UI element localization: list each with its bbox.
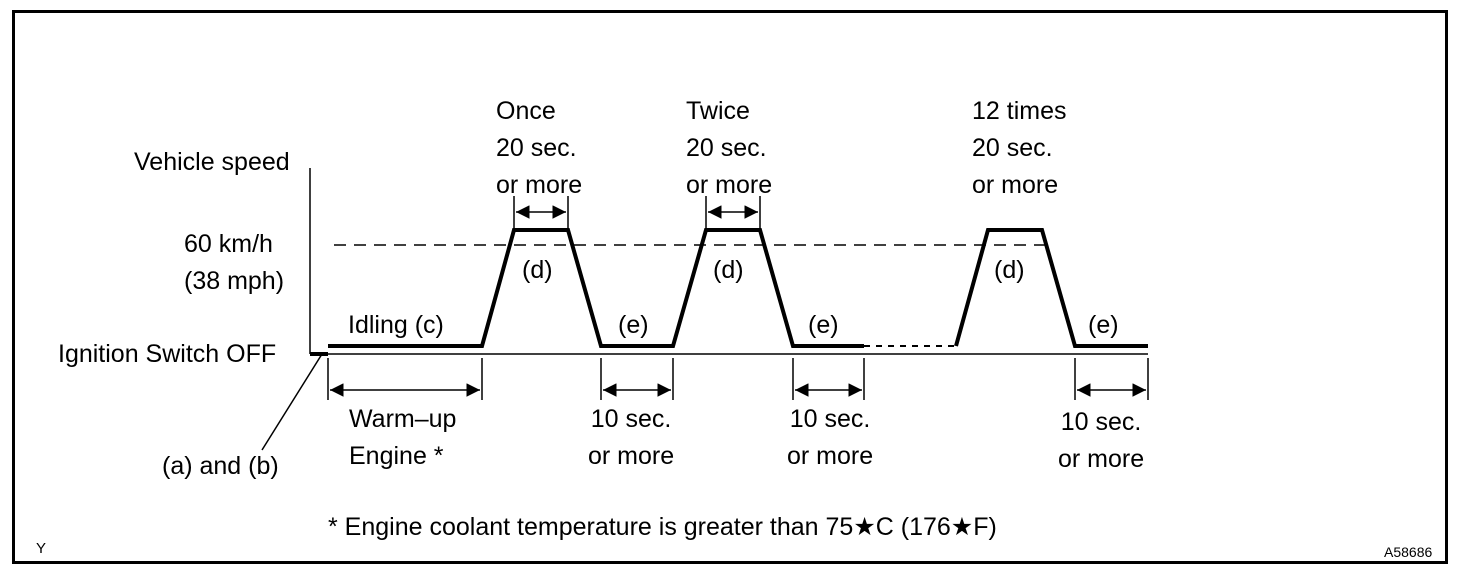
idling-label: Idling (c) xyxy=(348,311,444,339)
y-axis-label: Vehicle speed xyxy=(134,148,290,176)
speed-value-label: 60 km/h (38 mph) xyxy=(184,230,285,295)
ignition-label: Ignition Switch OFF xyxy=(58,340,277,368)
ignition-note: (a) and (b) xyxy=(162,452,279,480)
corner-left-label: Y xyxy=(36,540,47,557)
figure-id: A58686 xyxy=(1384,544,1433,560)
cycle-header: 12 times 20 sec. or more xyxy=(972,97,1067,199)
diagram-frame xyxy=(12,10,1448,564)
ignition-leader-line xyxy=(261,353,323,451)
d-label: (d) xyxy=(994,256,1025,284)
speed-profile-line-final xyxy=(954,228,1148,348)
e-label: (e) xyxy=(618,311,649,339)
interval-label: 10 sec. or more xyxy=(1058,408,1145,473)
interval-label: 10 sec. or more xyxy=(787,405,874,470)
d-label: (d) xyxy=(713,256,744,284)
cycle-header: Twice 20 sec. or more xyxy=(686,97,773,199)
e-label: (e) xyxy=(808,311,839,339)
speed-profile-line xyxy=(328,228,864,348)
warmup-label: Warm–up Engine * xyxy=(349,405,457,470)
cycle-header: Once 20 sec. or more xyxy=(496,97,583,199)
e-label: (e) xyxy=(1088,311,1119,339)
footnote: * Engine coolant temperature is greater … xyxy=(328,513,997,541)
interval-label: 10 sec. or more xyxy=(588,405,675,470)
d-label: (d) xyxy=(522,256,553,284)
